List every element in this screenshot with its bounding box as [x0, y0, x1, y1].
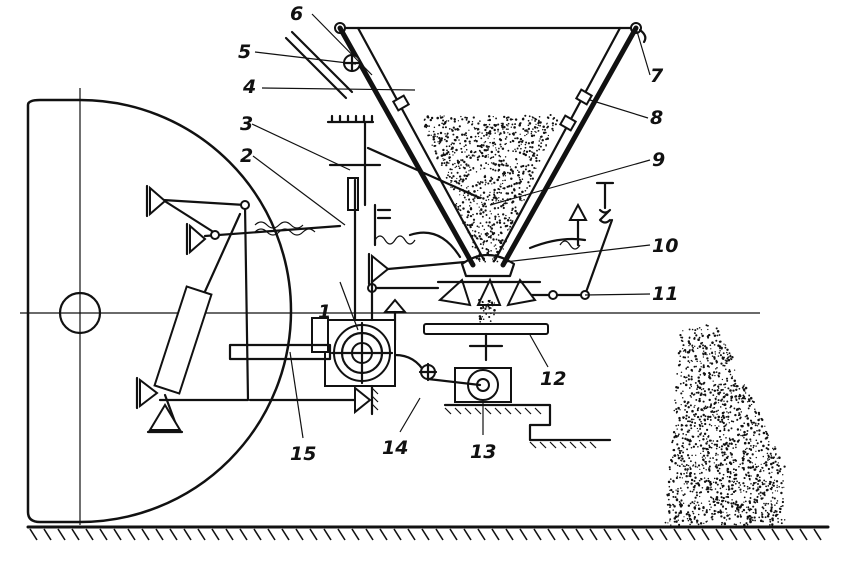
- spring-left: [254, 228, 316, 236]
- label-12: 12: [540, 368, 566, 390]
- feeder-assembly: [367, 253, 542, 342]
- chain-link: [347, 177, 359, 211]
- label-9: 9: [652, 149, 665, 171]
- granular-material: [423, 113, 786, 527]
- label-10: 10: [652, 235, 678, 257]
- label-3: 3: [240, 113, 253, 135]
- leader-lines: [251, 13, 651, 439]
- spring-mid: [374, 235, 416, 245]
- hopper-wall-right: [500, 25, 639, 268]
- label-2: 2: [240, 145, 253, 167]
- label-4: 4: [242, 76, 256, 98]
- label-1: 1: [318, 301, 331, 323]
- label-13: 13: [470, 441, 496, 463]
- gearbox: [443, 367, 612, 449]
- ground: [26, 525, 830, 541]
- callout-labels: 1 2 3 4 5 6 7 8 9 10 11 12 13 14 15: [238, 3, 678, 465]
- label-7: 7: [650, 65, 664, 87]
- spinner-disc: [423, 323, 549, 362]
- label-11: 11: [652, 283, 678, 305]
- hydraulic-cylinder: [153, 285, 213, 395]
- label-14: 14: [382, 437, 408, 459]
- label-6: 6: [290, 3, 303, 25]
- spring-right: [595, 181, 615, 224]
- label-8: 8: [650, 107, 663, 129]
- wheel-hub: [58, 291, 102, 335]
- drive-unit: [228, 178, 482, 416]
- hopper: [284, 22, 647, 300]
- lever-linkage: [135, 184, 342, 434]
- label-5: 5: [238, 41, 251, 63]
- label-15: 15: [290, 443, 316, 465]
- hopper-wall-left: [337, 25, 476, 268]
